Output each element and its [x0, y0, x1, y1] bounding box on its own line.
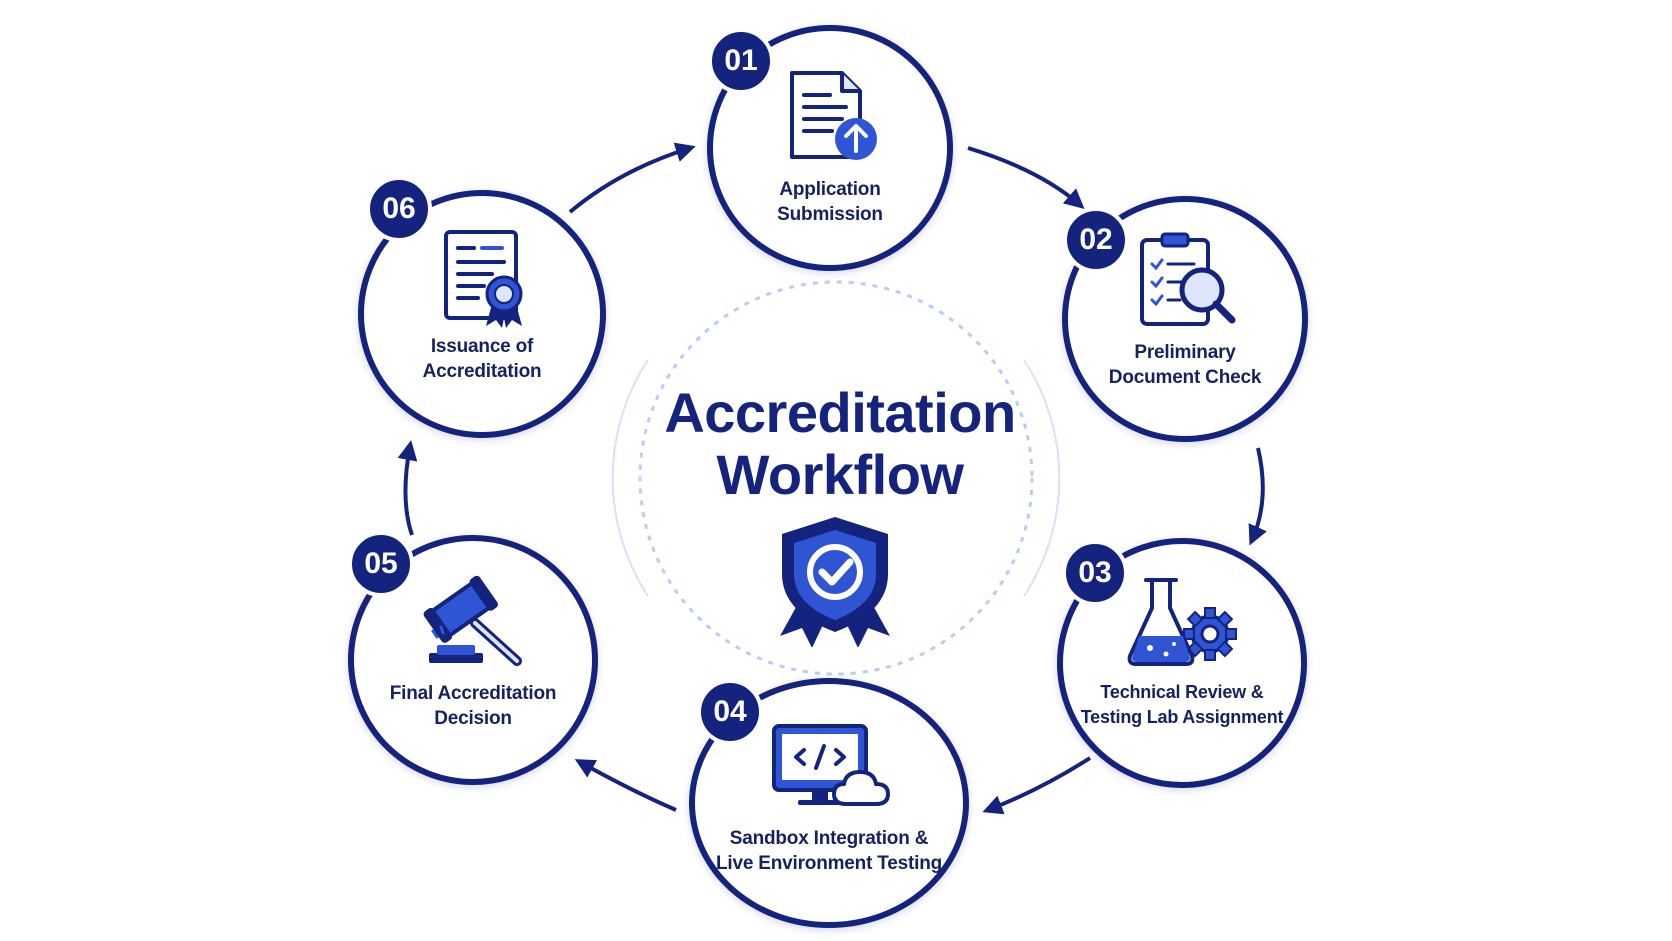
arrow-01-to-02 — [967, 146, 1085, 209]
step-label: Preliminary Document Check — [1108, 342, 1262, 388]
step-label: Application Submission — [777, 179, 883, 225]
step-number-badge: 06 — [366, 176, 432, 242]
shield-checkmark-ribbon-icon — [780, 517, 890, 647]
step-number-badge: 05 — [348, 531, 414, 597]
step-label: Technical Review & Testing Lab Assignmen… — [1080, 682, 1284, 727]
center-dashed-ring — [611, 280, 1061, 676]
certificate-seal-icon — [444, 230, 523, 328]
arrow-04-to-05 — [574, 759, 677, 812]
step-number-badge: 04 — [697, 679, 763, 745]
flask-gear-icon — [1127, 578, 1237, 666]
step-number-badge: 02 — [1063, 207, 1129, 273]
step-label: Final Accreditation Decision — [389, 683, 557, 729]
step-label: Sandbox Integration & Live Environment T… — [715, 828, 943, 874]
clipboard-magnifier-icon — [1140, 232, 1236, 326]
step-label: Issuance of Accreditation — [422, 336, 542, 382]
title-line-2: Workflow — [716, 443, 964, 506]
step-number-badge: 01 — [708, 28, 774, 94]
arrow-02-to-03 — [1248, 447, 1267, 546]
step-issuance-of-accreditation: Issuance of Accreditation — [358, 190, 606, 438]
monitor-code-cloud-icon — [772, 724, 890, 806]
step-number-badge: 03 — [1062, 540, 1128, 606]
title-line-1: Accreditation — [664, 381, 1016, 444]
arrow-06-to-01 — [568, 142, 696, 214]
document-upload-icon — [790, 71, 877, 160]
arrow-05-to-06 — [397, 440, 418, 536]
gavel-icon — [423, 575, 522, 666]
arrow-03-to-04 — [982, 756, 1092, 815]
diagram-title: Accreditation Workflow — [600, 382, 1080, 506]
